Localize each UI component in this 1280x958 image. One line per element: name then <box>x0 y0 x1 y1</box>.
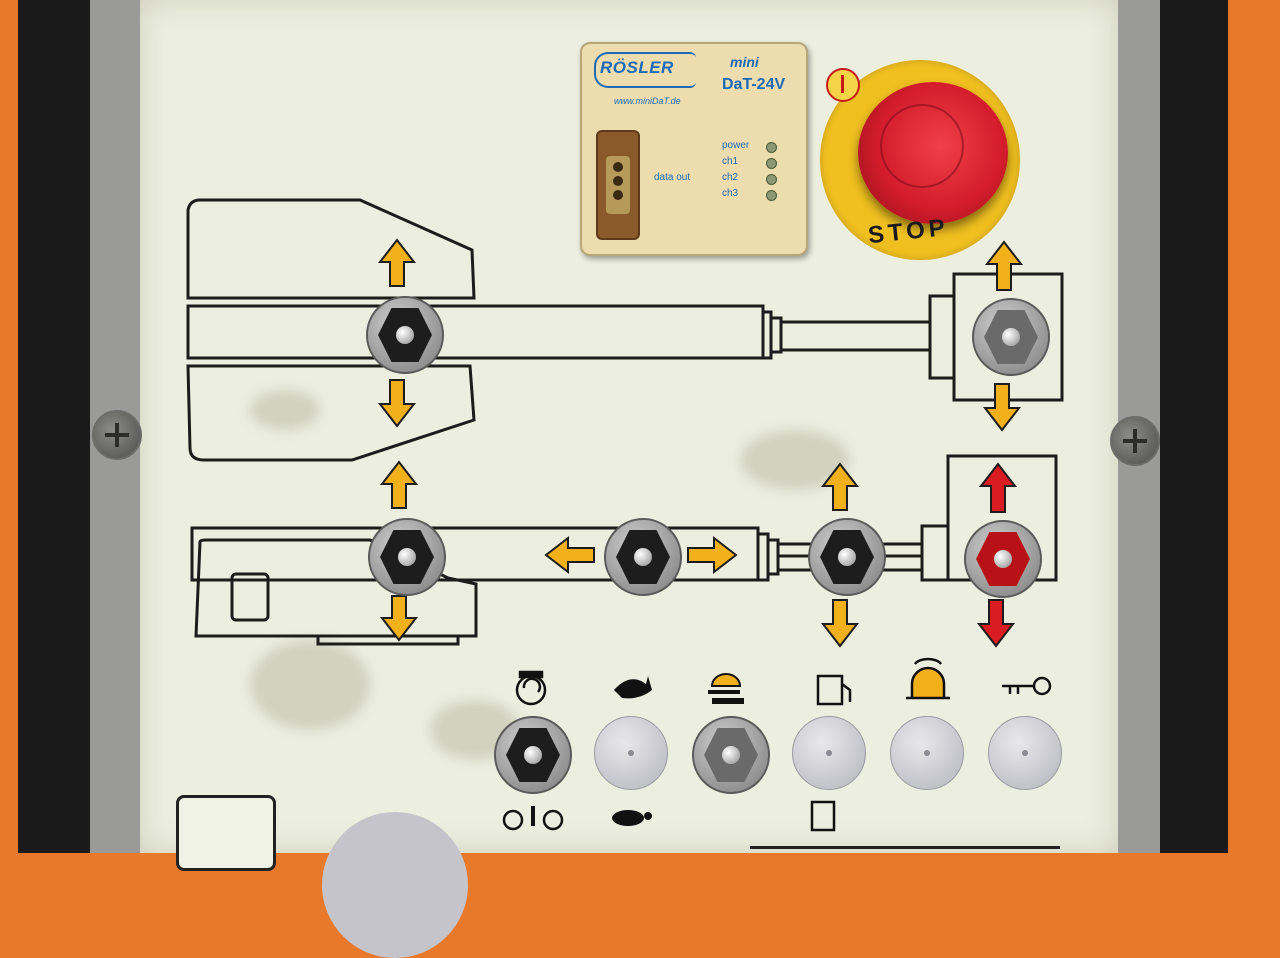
pin <box>613 190 623 200</box>
key-icon <box>1032 676 1052 696</box>
diesel-fuel-icon <box>816 674 844 706</box>
power-led <box>766 142 777 153</box>
arrow-down-icon <box>820 599 860 648</box>
pin <box>613 162 623 172</box>
data-out-label: data out <box>654 172 691 183</box>
hare-fast-icon <box>614 676 652 699</box>
arrow-up-red-icon <box>978 462 1018 513</box>
outrigger-toggle[interactable] <box>368 518 446 596</box>
boom-arm-shape <box>186 304 765 360</box>
beacon-indicator <box>890 716 964 790</box>
operator-helmet-icon <box>710 673 742 687</box>
boom-diagram <box>186 198 1064 832</box>
led-label-power: power <box>722 140 750 151</box>
arrow-left-icon <box>544 535 595 575</box>
estop-cap-ring <box>880 104 964 188</box>
jib-toggle[interactable] <box>972 298 1050 376</box>
arrow-down-icon <box>379 595 419 642</box>
lower-boom-shape <box>186 364 476 462</box>
arrow-up-icon <box>820 462 860 511</box>
power-symbol-icon <box>826 68 860 102</box>
lpg-fuel-icon <box>810 800 836 832</box>
db9-pins <box>606 156 630 214</box>
db9-connector[interactable] <box>596 130 640 240</box>
led-label-ch3: ch3 <box>722 188 739 199</box>
ch3-led <box>766 190 777 201</box>
tortoise-slow-icon <box>612 810 644 826</box>
arrow-down-icon <box>982 383 1022 432</box>
beacon-light-icon <box>906 666 950 700</box>
arrow-right-icon <box>687 535 738 575</box>
engine-start-toggle[interactable] <box>494 716 572 794</box>
screw-icon <box>92 410 142 460</box>
arrow-down-icon <box>377 379 417 428</box>
arrow-up-icon <box>377 238 417 287</box>
pin <box>613 176 623 186</box>
upper-boom-shape <box>186 198 476 300</box>
lower-indicator <box>322 812 468 958</box>
logger-mini-label: mini <box>730 54 759 70</box>
ch1-led <box>766 158 777 169</box>
grime <box>250 390 320 430</box>
telescope-toggle[interactable] <box>808 518 886 596</box>
basket-toggle[interactable] <box>964 520 1042 598</box>
screw-icon <box>1110 416 1160 466</box>
arrow-down-red-icon <box>976 599 1016 648</box>
engine-stop-icon <box>502 809 524 831</box>
brand-logo <box>594 52 696 88</box>
panel-border-line <box>750 846 1060 857</box>
slew-toggle[interactable] <box>604 518 682 596</box>
operator-toggle[interactable] <box>692 716 770 794</box>
logger-url: www.miniDaT.de <box>614 96 681 106</box>
chassis-shape <box>194 538 478 638</box>
boom-lift-toggle[interactable] <box>366 296 444 374</box>
led-label-ch1: ch1 <box>722 156 739 167</box>
data-logger-box: RÖSLER mini DaT-24V www.miniDaT.de data … <box>580 42 808 256</box>
logger-brand: RÖSLER <box>600 58 674 77</box>
speed-indicator <box>594 716 668 790</box>
logger-model: DaT-24V <box>722 76 786 93</box>
key-indicator <box>988 716 1062 790</box>
fuel-indicator <box>792 716 866 790</box>
engine-start-icon <box>515 674 547 706</box>
led-label-ch2: ch2 <box>722 172 739 183</box>
grime <box>250 640 370 730</box>
ch2-led <box>766 174 777 185</box>
joystick-symbol-box <box>176 795 276 871</box>
arrow-up-icon <box>379 460 419 509</box>
arrow-up-icon <box>984 240 1024 291</box>
